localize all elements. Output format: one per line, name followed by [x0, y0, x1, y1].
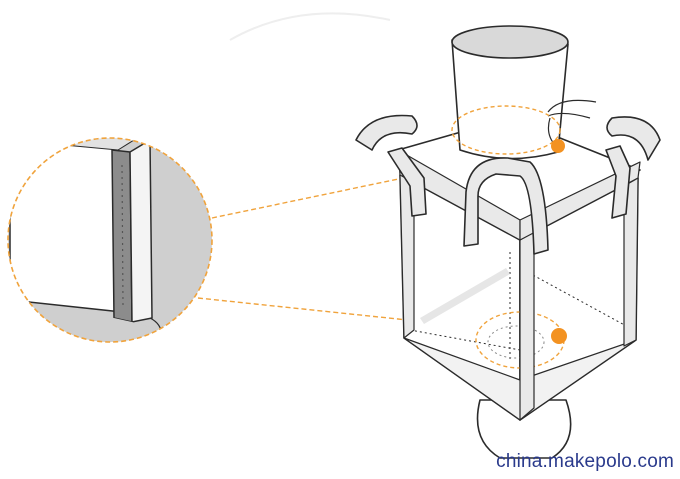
front-left-strap-1	[387, 147, 427, 217]
seam-strip	[111, 149, 133, 323]
background-arc	[229, 12, 391, 41]
watermark-text: china.makepolo.com	[496, 451, 674, 472]
right-strap	[605, 145, 631, 219]
bulk-bag	[355, 25, 661, 459]
hidden-edges	[409, 252, 631, 360]
bottom-spout	[476, 399, 572, 459]
bottom-callout-dot	[551, 328, 567, 344]
top-callout-ring	[451, 105, 561, 155]
right-lifting-loop	[606, 116, 661, 161]
top-rim-right	[519, 161, 641, 241]
outer-panel-edge	[129, 138, 153, 323]
front-center-strap	[463, 157, 549, 255]
callout-line-bottom	[197, 297, 561, 337]
front-corner-band	[519, 231, 535, 421]
left-lifting-loop	[355, 114, 418, 151]
bottom-spout-hidden	[487, 325, 545, 359]
zoom-circle-outline	[7, 137, 213, 343]
top-callout-dot	[551, 139, 565, 153]
top-inlet-spout	[451, 25, 569, 160]
seam-detail-zoom	[7, 137, 213, 343]
back-seam-band	[420, 268, 510, 324]
fabric-panel	[9, 138, 123, 313]
